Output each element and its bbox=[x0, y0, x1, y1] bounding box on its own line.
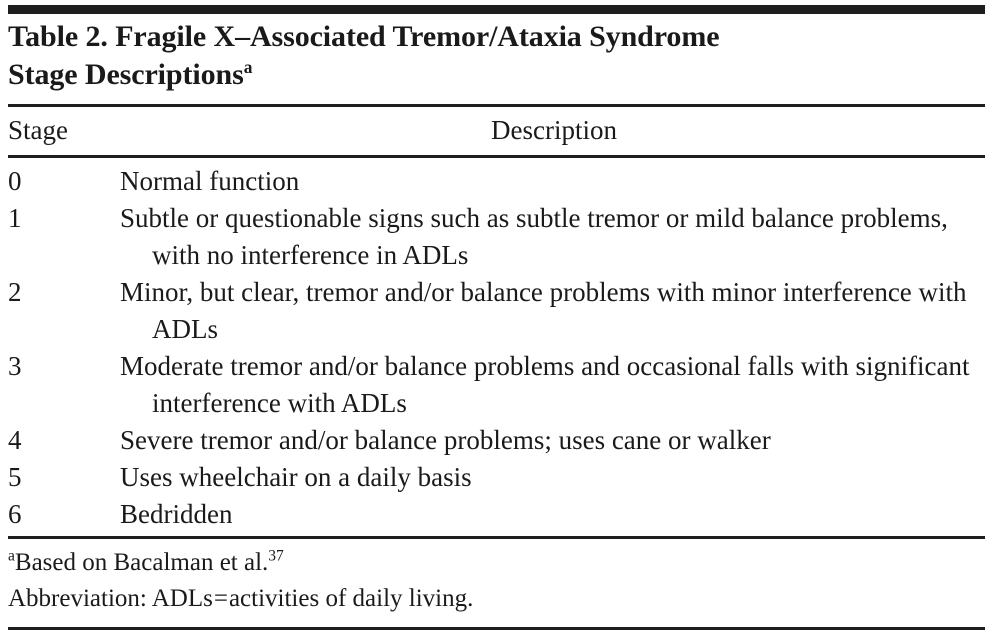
footnote-marker: a bbox=[8, 547, 15, 565]
cell-stage: 0 bbox=[8, 166, 22, 196]
footnote-source: aBased on Bacalman et al.37 bbox=[8, 545, 985, 581]
table-row: 6 Bedridden bbox=[8, 496, 985, 533]
cell-description: Subtle or questionable signs such as sub… bbox=[120, 203, 948, 270]
abbreviation-equals: = bbox=[213, 585, 228, 612]
rule-above-footnotes bbox=[8, 536, 985, 539]
cell-stage: 1 bbox=[8, 203, 22, 233]
cell-stage: 6 bbox=[8, 499, 22, 529]
table-top-rule bbox=[8, 5, 985, 14]
column-header-stage: Stage bbox=[8, 115, 68, 145]
abbreviation-label: Abbreviation: bbox=[8, 585, 147, 612]
table-bottom-rule bbox=[8, 627, 985, 630]
footnote-abbreviation: Abbreviation: ADLs=activities of daily l… bbox=[8, 581, 985, 617]
abbreviation-term: ADLs bbox=[151, 585, 213, 612]
table-header-row: Stage Description bbox=[8, 112, 985, 152]
cell-stage: 5 bbox=[8, 462, 22, 492]
abbreviation-definition: activities of daily living. bbox=[228, 585, 474, 612]
cell-stage: 3 bbox=[8, 351, 22, 381]
cell-description: Normal function bbox=[120, 166, 300, 196]
cell-description: Minor, but clear, tremor and/or balance … bbox=[120, 277, 967, 344]
table-row: 0 Normal function bbox=[8, 163, 985, 200]
table-row: 5 Uses wheelchair on a daily basis bbox=[8, 459, 985, 496]
table-title-line-1: Table 2. Fragile X–Associated Tremor/Ata… bbox=[8, 20, 720, 53]
table-row: 1 Subtle or questionable signs such as s… bbox=[8, 200, 985, 274]
rule-below-header bbox=[8, 155, 985, 158]
cell-description: Bedridden bbox=[120, 499, 233, 529]
cell-stage: 4 bbox=[8, 425, 22, 455]
footnote-source-text: Based on Bacalman et al. bbox=[14, 549, 269, 576]
footnote-reference-number: 37 bbox=[268, 547, 284, 565]
cell-description: Severe tremor and/or balance problems; u… bbox=[120, 425, 771, 455]
table-body: 0 Normal function 1 Subtle or questionab… bbox=[8, 163, 985, 533]
table-row: 2 Minor, but clear, tremor and/or balanc… bbox=[8, 274, 985, 348]
cell-description: Uses wheelchair on a daily basis bbox=[120, 462, 472, 492]
table-footnotes: aBased on Bacalman et al.37 Abbreviation… bbox=[8, 545, 985, 617]
table-row: 4 Severe tremor and/or balance problems;… bbox=[8, 422, 985, 459]
table-title: Table 2. Fragile X–Associated Tremor/Ata… bbox=[8, 18, 935, 94]
rule-below-title bbox=[8, 104, 985, 107]
cell-description: Moderate tremor and/or balance problems … bbox=[120, 351, 970, 418]
cell-stage: 2 bbox=[8, 277, 22, 307]
table-title-footnote-marker: a bbox=[243, 57, 253, 77]
table-row: 3 Moderate tremor and/or balance problem… bbox=[8, 348, 985, 422]
column-header-description: Description bbox=[491, 115, 617, 145]
table-title-line-2: Stage Descriptions bbox=[8, 58, 244, 91]
